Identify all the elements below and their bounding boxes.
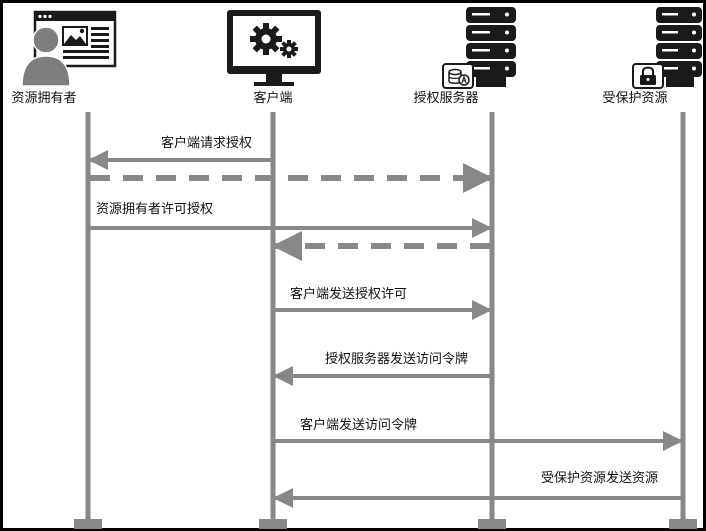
lifeline-foot: [669, 519, 697, 529]
lifeline-foot: [259, 519, 287, 529]
message-label: 客户端发送授权许可: [290, 287, 408, 302]
message-label: 客户端发送访问令牌: [300, 418, 418, 433]
message-label: 资源拥有者许可授权: [96, 202, 214, 217]
lifeline-foot: [478, 519, 506, 529]
lifelines: [74, 112, 697, 529]
lifeline-label-client: 客户端: [253, 91, 293, 106]
message-label: 受保护资源发送资源: [541, 471, 659, 486]
server-auth-icon: [442, 7, 516, 89]
messages: [88, 150, 683, 508]
message-label: 客户端请求授权: [161, 136, 253, 151]
message-label: 授权服务器发送访问令牌: [325, 352, 469, 367]
lifeline-label-auth-server: 授权服务器: [413, 91, 479, 106]
diagram-background: [3, 3, 703, 528]
resource-owner-icon: [21, 10, 117, 87]
lifeline-foot: [74, 519, 102, 529]
server-lock-icon: [632, 7, 702, 89]
lifeline-label-resource-server: 受保护资源: [602, 91, 668, 106]
monitor-gears-icon: [227, 10, 321, 86]
lifeline-label-resource-owner: 资源拥有者: [11, 91, 77, 106]
